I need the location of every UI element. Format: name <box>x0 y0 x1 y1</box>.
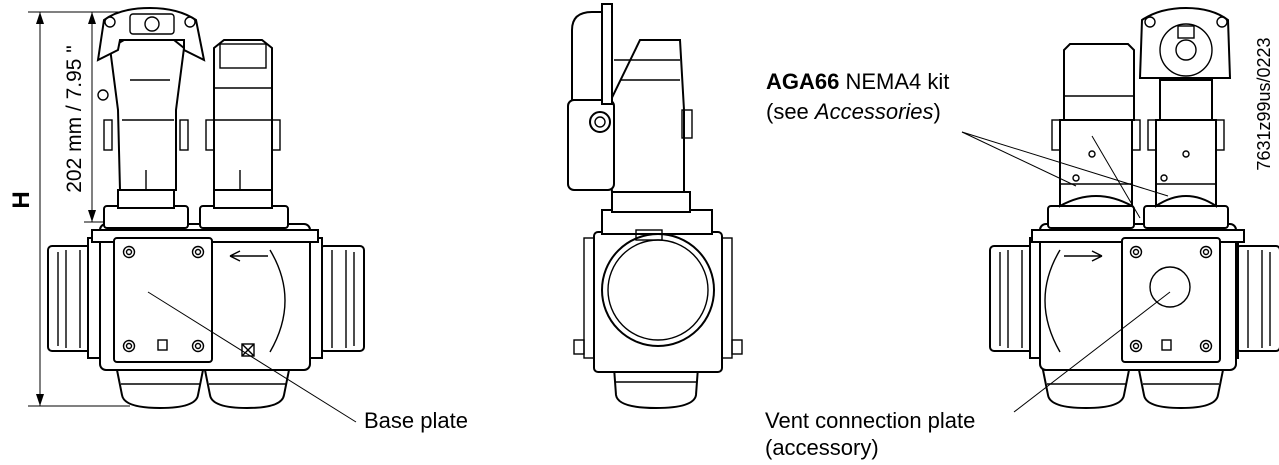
see-open: (see <box>766 99 815 124</box>
leader-lines <box>147 131 1171 423</box>
nema4-kit-label: AGA66 NEMA4 kit <box>766 69 949 94</box>
dimension-label: 202 mm / 7.95 " <box>63 45 86 193</box>
height-dimension <box>28 11 130 407</box>
reference-code: 7631z99us/0223 <box>1254 37 1274 170</box>
valve-side-view <box>567 3 743 410</box>
valve-rear-view <box>989 6 1279 410</box>
accessories-ref-label: (see Accessories) <box>766 99 941 124</box>
height-symbol: H <box>8 191 35 208</box>
see-ref: Accessories <box>813 99 934 124</box>
kit-desc: NEMA4 kit <box>839 69 949 94</box>
see-close: ) <box>934 99 941 124</box>
valve-front-view <box>47 6 365 410</box>
kit-name: AGA66 <box>766 69 839 94</box>
base-plate-label: Base plate <box>364 408 468 433</box>
vent-plate-label-line2: (accessory) <box>765 435 879 460</box>
actuator-dimension <box>84 11 108 223</box>
vent-plate-label-line1: Vent connection plate <box>765 408 975 433</box>
